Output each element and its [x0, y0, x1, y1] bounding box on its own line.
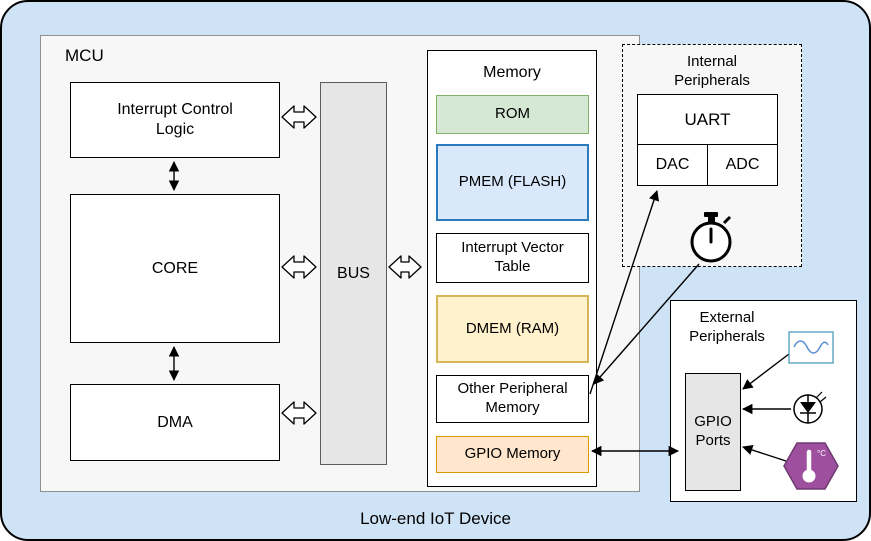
- core-block: CORE: [70, 194, 280, 343]
- dmem-ram-block: DMEM (RAM): [436, 295, 589, 363]
- interrupt-control-logic-label: Interrupt Control Logic: [117, 101, 233, 138]
- internal-peripherals-label: Internal Peripherals: [674, 53, 750, 89]
- pmem-flash-block: PMEM (FLASH): [436, 144, 589, 221]
- other-peripheral-memory-label: Other Peripheral Memory: [457, 380, 568, 416]
- bus-label: BUS: [337, 264, 370, 282]
- rom-block: ROM: [436, 95, 589, 134]
- rom-label: ROM: [495, 105, 530, 123]
- uart-label: UART: [684, 109, 731, 129]
- gpio-ports-label: GPIO Ports: [694, 413, 732, 449]
- bus-block: BUS: [320, 82, 387, 465]
- memory-title: Memory: [483, 64, 541, 81]
- interrupt-vector-table-block: Interrupt Vector Table: [436, 233, 589, 283]
- other-peripheral-memory-block: Other Peripheral Memory: [436, 375, 589, 423]
- pmem-flash-label: PMEM (FLASH): [458, 173, 567, 191]
- uart-dac-adc-table: UART DAC ADC: [637, 94, 778, 186]
- adc-cell: ADC: [708, 145, 777, 185]
- dma-label: DMA: [157, 413, 193, 431]
- adc-label: ADC: [725, 156, 760, 173]
- gpio-ports-block: GPIO Ports: [685, 373, 741, 491]
- mcu-label: MCU: [65, 46, 104, 65]
- gpio-memory-label: GPIO Memory: [464, 445, 561, 463]
- memory-panel: Memory ROM PMEM (FLASH) Interrupt Vector…: [427, 50, 597, 487]
- core-label: CORE: [151, 259, 199, 277]
- diagram-title: Low-end IoT Device: [360, 509, 511, 528]
- dma-block: DMA: [70, 384, 280, 461]
- dac-cell: DAC: [638, 145, 708, 185]
- uart-cell: UART: [638, 95, 777, 145]
- interrupt-control-logic-block: Interrupt Control Logic: [70, 82, 280, 158]
- external-peripherals-group: External Peripherals GPIO Ports: [670, 300, 857, 502]
- dmem-ram-label: DMEM (RAM): [465, 319, 560, 337]
- external-peripherals-label: External Peripherals: [689, 309, 765, 345]
- gpio-memory-block: GPIO Memory: [436, 436, 589, 473]
- dac-label: DAC: [655, 156, 690, 173]
- interrupt-vector-table-label: Interrupt Vector Table: [461, 239, 564, 275]
